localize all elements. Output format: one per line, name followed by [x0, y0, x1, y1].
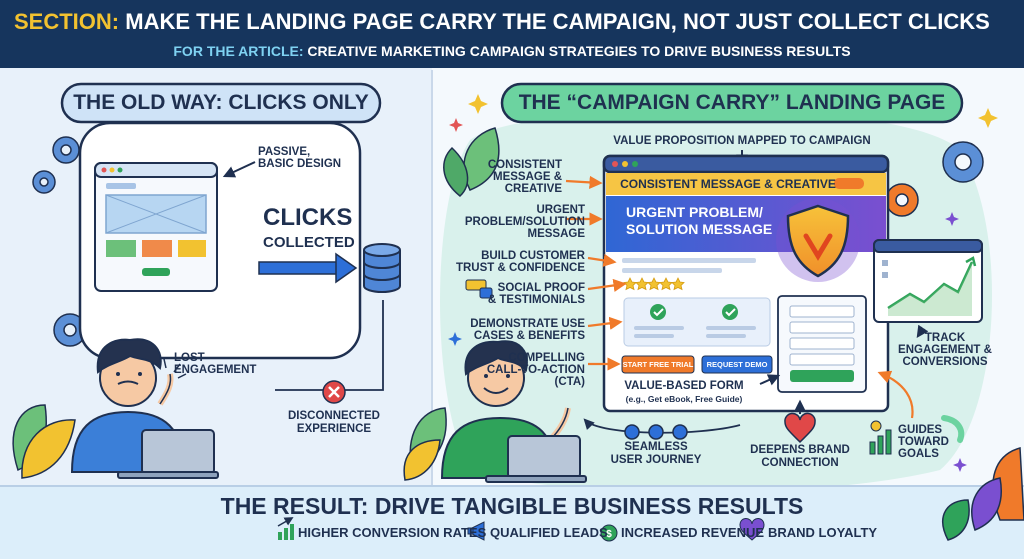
plant-decoration	[942, 447, 1024, 541]
frustrated-person-illustration	[70, 338, 219, 479]
clicks-arrow	[258, 252, 358, 284]
disconnected-experience-label: DISCONNECTED EXPERIENCE	[287, 410, 380, 435]
happy-person-illustration	[440, 340, 587, 483]
plant-decoration	[403, 407, 447, 481]
money-bag-icon: $	[600, 524, 618, 542]
sparkle-decoration	[448, 94, 998, 472]
clicks-label: CLICKS	[263, 204, 353, 231]
label-urgent-message: URGENT PROBLEM/SOLUTION MESSAGE	[464, 204, 585, 240]
new-way-title-pill	[500, 82, 964, 124]
goals-growth-icon	[869, 420, 892, 455]
label-consistent-message: CONSISTENT MESSAGE & CREATIVE	[487, 159, 562, 195]
disconnected-line	[275, 300, 384, 391]
result-item-revenue: INCREASED REVENUE	[621, 525, 765, 540]
gear-icon	[32, 136, 87, 347]
banner-text: CONSISTENT MESSAGE & CREATIVE	[620, 177, 836, 191]
leaf-decoration	[443, 127, 500, 197]
seamless-journey-label: SEAMLESS USER JOURNEY	[610, 441, 702, 466]
gear-icon	[885, 141, 984, 217]
trust-shield-icon	[776, 198, 860, 282]
article-subheading: FOR THE ARTICLE: CREATIVE MARKETING CAMP…	[0, 42, 1024, 60]
result-title: THE RESULT: DRIVE TANGIBLE BUSINESS RESU…	[220, 493, 804, 519]
header-bar	[0, 0, 1024, 68]
guides-toward-goals-label: GUIDES TOWARD GOALS	[898, 424, 949, 460]
collected-label: COLLECTED	[263, 234, 355, 251]
result-item-conversion: HIGHER CONVERSION RATES	[298, 525, 487, 540]
growth-chart-icon	[277, 517, 294, 540]
megaphone-icon	[467, 521, 485, 541]
review-icon	[465, 279, 493, 299]
request-demo-button[interactable]: REQUEST DEMO	[706, 360, 768, 369]
deepens-connection-label: DEEPENS BRAND CONNECTION	[750, 444, 850, 469]
basic-page-mockup	[94, 162, 218, 292]
database-icon	[363, 243, 401, 293]
article-title: CREATIVE MARKETING CAMPAIGN STRATEGIES T…	[307, 43, 851, 59]
error-x-icon	[322, 380, 346, 404]
section-title: MAKE THE LANDING PAGE CARRY THE CAMPAIGN…	[125, 9, 990, 34]
new-way-title: THE “CAMPAIGN CARRY” LANDING PAGE	[518, 91, 946, 114]
old-way-title: THE OLD WAY: CLICKS ONLY	[73, 91, 369, 114]
passive-design-label: PASSIVE, BASIC DESIGN	[258, 146, 342, 170]
form-label: VALUE-BASED FORM	[624, 380, 744, 392]
section-prefix: SECTION:	[14, 9, 120, 34]
lost-engagement-label: LOST ENGAGEMENT	[174, 352, 257, 376]
label-use-cases: DEMONSTRATE USE CASES & BENEFITS	[470, 318, 585, 342]
plant-decoration	[12, 404, 76, 479]
section-heading: SECTION: MAKE THE LANDING PAGE CARRY THE…	[14, 8, 990, 36]
analytics-chart-card	[873, 239, 983, 338]
brand-heart-icon	[784, 399, 816, 444]
label-build-trust: BUILD CUSTOMER TRUST & CONFIDENCE	[455, 250, 585, 274]
heart-icon	[739, 518, 765, 541]
result-band	[0, 486, 1024, 559]
start-free-trial-button[interactable]: START FREE TRIAL	[622, 360, 694, 369]
feature-arrows	[565, 175, 914, 419]
user-journey-path	[583, 418, 741, 440]
result-item-loyalty: BRAND LOYALTY	[768, 525, 878, 540]
article-prefix: FOR THE ARTICLE:	[173, 43, 304, 59]
track-engagement-label: TRACK ENGAGEMENT & CONVERSIONS	[898, 332, 992, 368]
label-social-proof: SOCIAL PROOF & TESTIMONIALS	[487, 282, 585, 306]
value-proposition-label: VALUE PROPOSITION MAPPED TO CAMPAIGN	[613, 135, 871, 147]
svg-text:$: $	[606, 529, 612, 540]
result-item-leads: QUALIFIED LEADS	[490, 525, 608, 540]
label-cta: COMPELLING CALL-TO-ACTION (CTA)	[486, 352, 585, 388]
hero-text: URGENT PROBLEM/ SOLUTION MESSAGE	[626, 204, 773, 237]
form-sublabel: (e.g., Get eBook, Free Guide)	[625, 394, 743, 404]
